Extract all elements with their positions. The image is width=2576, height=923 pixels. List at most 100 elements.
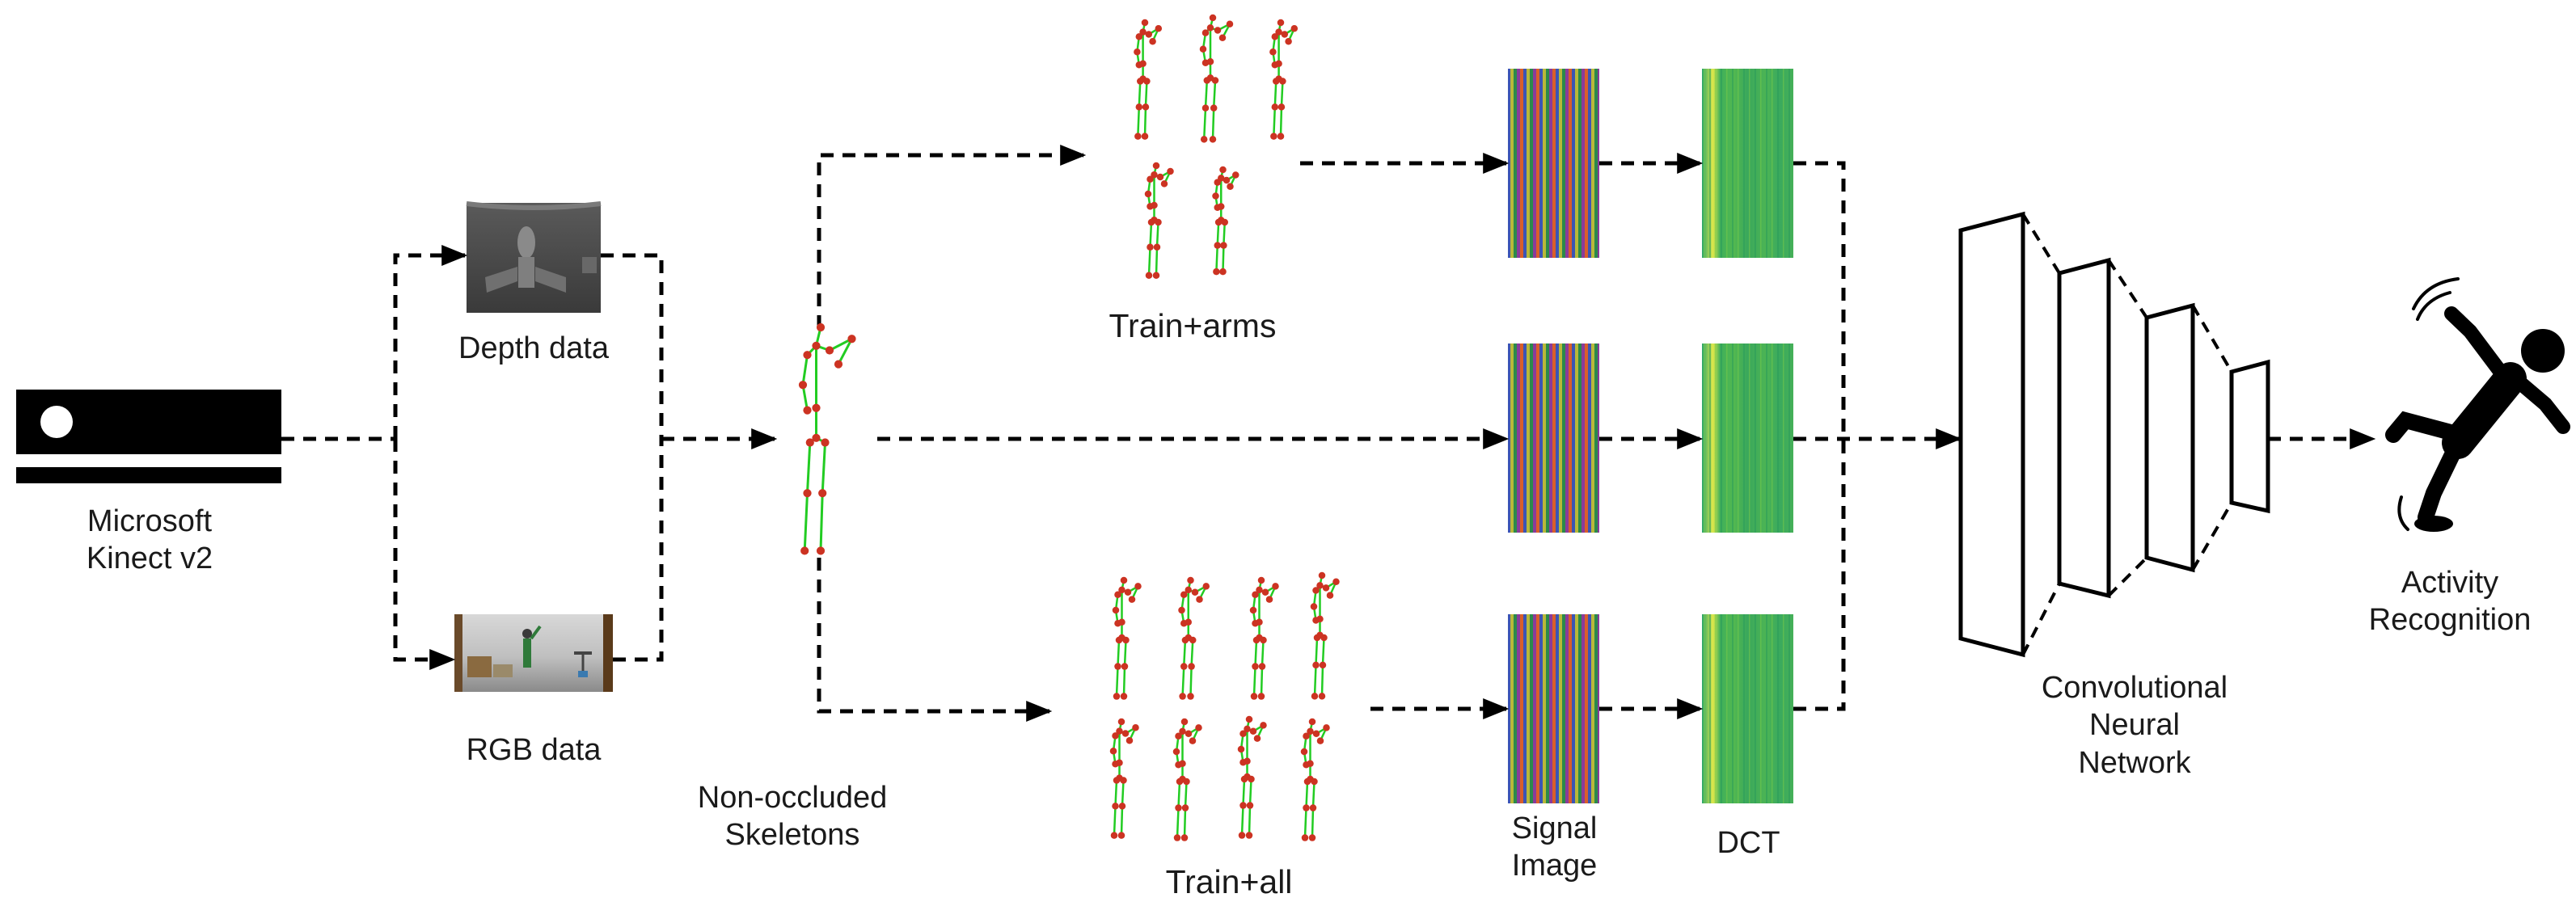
skeleton-joint (1300, 748, 1308, 756)
skeleton-joint (816, 546, 826, 555)
skeleton-bone (1147, 247, 1151, 276)
skeleton-joint (1134, 583, 1142, 590)
skeleton-joint (1226, 20, 1234, 27)
skeleton-joint (1196, 596, 1203, 603)
skeleton-joint (1115, 636, 1123, 644)
skeleton-joint (1214, 218, 1223, 226)
skeleton-bone (1184, 781, 1188, 808)
skeleton-bone (1254, 639, 1258, 667)
skeleton-bone (806, 442, 812, 494)
skeleton-joint (1185, 730, 1193, 738)
skeleton-joint (1258, 663, 1266, 670)
skeleton-joint (1253, 735, 1261, 742)
skeleton-joint (1179, 760, 1186, 768)
skeleton-joint (812, 433, 821, 442)
arrow-depth-out (601, 253, 664, 439)
skeleton-joint (1214, 242, 1221, 249)
skeleton-joint (1245, 832, 1253, 839)
skeleton-bone (1313, 664, 1317, 697)
skeleton-main (798, 322, 856, 555)
skeleton-all-7 (1237, 715, 1267, 839)
skeleton-joint (1318, 693, 1326, 700)
skeleton-joint (1206, 58, 1214, 65)
skeleton-all-6 (1172, 718, 1202, 841)
skeletons-label: Non-occluded Skeletons (687, 779, 897, 854)
skeleton-joint (1125, 736, 1134, 744)
skeleton-bone (1211, 107, 1215, 140)
skeleton-joint (1112, 606, 1120, 614)
signal-image-label-line1: Signal (1511, 811, 1598, 845)
skeleton-joint (1313, 634, 1321, 642)
kinect-label-line2: Kinect v2 (86, 542, 213, 576)
skeleton-joint (1112, 732, 1119, 740)
skeleton-joint (1147, 218, 1155, 226)
skeleton-joint (1312, 661, 1320, 669)
skeleton-joint (1145, 272, 1153, 280)
skeleton-joint (1310, 603, 1318, 610)
skeleton-joint (1187, 576, 1194, 584)
skeleton-joint (1260, 636, 1267, 644)
skeleton-joint (1149, 37, 1156, 45)
skeleton-joint (1252, 663, 1259, 670)
arrow-dct-top-out (1793, 161, 1846, 439)
skeleton-joint (1180, 663, 1188, 670)
skeleton-joint (1112, 803, 1119, 810)
skeleton-bone (1215, 245, 1218, 272)
skeleton-joint (1265, 596, 1273, 603)
skeleton-bone (837, 338, 853, 365)
skeleton-joint (1221, 218, 1228, 226)
skeleton-joint (1318, 571, 1326, 580)
arrow-rgb-out (613, 439, 664, 662)
skeleton-joint (1303, 732, 1310, 740)
skeleton-joint (1175, 732, 1182, 740)
skeleton-bone (1252, 666, 1256, 697)
skeleton-joint (1308, 834, 1316, 841)
skeleton-all-3 (1249, 576, 1279, 700)
skeleton-bone (801, 384, 809, 411)
skeleton-joint (1219, 268, 1227, 276)
skeleton-joint (1248, 775, 1255, 783)
skeleton-joint (1303, 804, 1310, 811)
skeleton-joint (1244, 757, 1251, 765)
skeleton-joint (1189, 636, 1197, 644)
skeleton-bone (1190, 639, 1194, 667)
skeleton-joint (1232, 171, 1239, 179)
skeleton-joint (1136, 78, 1144, 85)
skeleton-joint (1307, 727, 1314, 735)
skeleton-bone (1223, 221, 1226, 246)
skeleton-joint (1316, 615, 1324, 623)
skeleton-joint (805, 438, 814, 447)
cnn-layers (1958, 211, 2270, 658)
skeleton-joint (1220, 242, 1227, 249)
skeleton-joint (1326, 592, 1334, 599)
skeleton-bone (1222, 245, 1225, 272)
skeleton-joint (1319, 661, 1327, 669)
skeleton-bone (1155, 221, 1159, 247)
skeleton-joint (1309, 804, 1317, 811)
skeleton-joint (1290, 25, 1299, 32)
skeleton-joint (1257, 576, 1265, 584)
skeleton-joint (818, 489, 827, 498)
skeleton-joint (1139, 60, 1147, 67)
skeleton-joint (1238, 832, 1246, 839)
skeleton-joint (1134, 133, 1142, 140)
skeleton-joint (1141, 133, 1149, 140)
dct-label: DCT (1717, 826, 1780, 860)
skeleton-joint (1120, 777, 1127, 784)
kinect-label: Microsoft Kinect v2 (57, 503, 243, 578)
skeleton-arms-2 (1199, 14, 1234, 143)
cnn-label: Convolutional Neural Network (2013, 669, 2256, 782)
skeleton-joint (1152, 272, 1160, 280)
arrow-to-depth (393, 245, 468, 439)
skeleton-joint (1121, 730, 1130, 737)
skeleton-bone (1123, 639, 1127, 667)
skeleton-joint (1173, 834, 1181, 841)
skeleton-joint (1203, 77, 1211, 84)
skeleton-joint (1188, 663, 1195, 670)
skeleton-bone (1212, 80, 1217, 108)
skeleton-joint (812, 341, 821, 350)
skeleton-joint (1113, 693, 1121, 700)
depth-image (466, 201, 602, 313)
dct-image-top (1702, 69, 1793, 258)
cnn-layer-4 (2229, 359, 2270, 514)
